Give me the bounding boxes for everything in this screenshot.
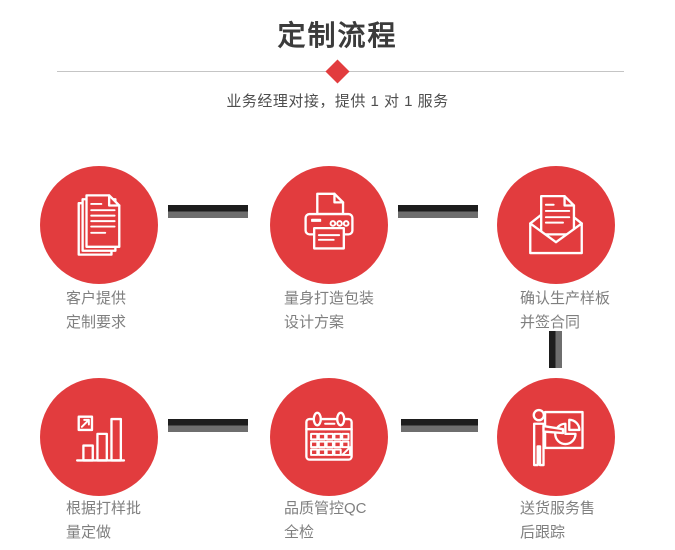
connector-step4-step5 [168,419,248,432]
step-label-line: 后跟踪 [520,524,566,541]
bar-chart-icon [75,415,126,462]
step-label-5: 品质管控QC 全检 [284,497,367,545]
connector-step2-step3 [398,205,478,218]
step-label-line: 量身打造包装 [284,290,375,307]
envelope-icon [529,194,583,255]
step-label-1: 客户提供 定制要求 [66,287,126,335]
step-label-line: 设计方案 [284,314,345,331]
step-label-line: 根据打样批 [66,500,142,517]
step-label-line: 客户提供 [66,290,127,307]
step-label-6: 送货服务售 后跟踪 [520,497,595,545]
step-label-2: 量身打造包装 设计方案 [284,287,374,335]
step-label-4: 根据打样批 量定做 [66,497,141,545]
step-label-line: 定制要求 [66,314,127,331]
step-circle-2 [270,166,388,284]
step-label-line: 量定做 [66,524,112,541]
step-label-line: 全检 [284,524,315,541]
calendar-icon [305,411,353,461]
presenter-icon [532,408,584,467]
connector-step3-step6 [549,331,562,368]
step-label-line: 确认生产样板 [520,290,611,307]
step-circle-6 [497,378,615,496]
step-circle-5 [270,378,388,496]
step-circle-4 [40,378,158,496]
page-title: 定制流程 [277,20,398,51]
step-label-line: 并签合同 [520,314,581,331]
step-circle-1 [40,166,158,284]
printer-icon [304,192,354,250]
diamond-icon [325,59,350,84]
connector-step5-step6 [401,419,478,432]
documents-icon [77,194,121,256]
connector-step1-step2 [168,205,248,218]
step-label-line: 送货服务售 [520,500,596,517]
page-subtitle: 业务经理对接，提供 1 对 1 服务 [226,93,449,110]
step-circle-3 [497,166,615,284]
step-label-line: 品质管控QC [284,500,367,517]
step-label-3: 确认生产样板 并签合同 [520,287,610,335]
